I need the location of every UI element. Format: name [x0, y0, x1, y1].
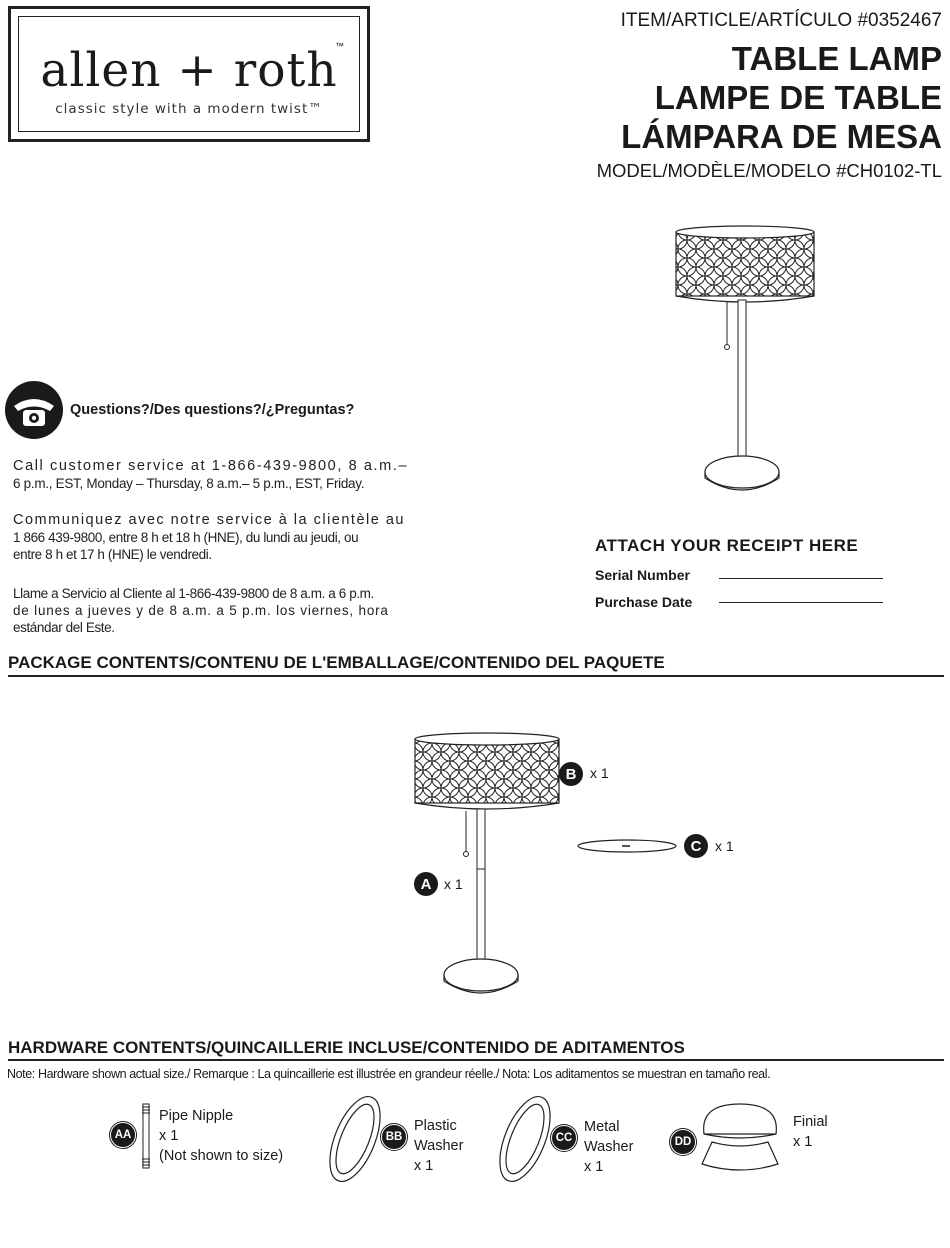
english-support-text: Call customer service at 1-866-439-9800,…	[13, 458, 445, 492]
logo-frame: allen + roth ™ classic style with a mode…	[18, 16, 360, 132]
title-spanish: LÁMPARA DE MESA	[621, 118, 942, 155]
hardware-label-line: Finial	[793, 1114, 828, 1130]
hardware-label-line: Metal	[584, 1119, 620, 1135]
hardware-aa-label: Pipe Nipple x 1 (Not shown to size)	[159, 1106, 283, 1166]
part-a-badge: A	[414, 872, 438, 896]
diffuser-plate-illustration	[577, 839, 677, 853]
hardware-cc-label: Metal Washer x 1	[584, 1117, 633, 1177]
logo-tagline: classic style with a modern twist™	[55, 101, 323, 117]
hardware-cc-badge: CC	[551, 1125, 577, 1151]
part-b-badge: B	[559, 762, 583, 786]
serial-number-line[interactable]	[719, 578, 883, 579]
support-line: Call customer service at 1-866-439-9800,…	[13, 458, 409, 474]
title-french: LAMPE DE TABLE	[654, 79, 942, 116]
hardware-contents-heading: HARDWARE CONTENTS/QUINCAILLERIE INCLUSE/…	[8, 1038, 685, 1057]
purchase-date-label: Purchase Date	[595, 594, 693, 610]
support-line: de lunes a jueves y de 8 a.m. a 5 p.m. l…	[13, 603, 389, 618]
purchase-date-line[interactable]	[719, 602, 883, 603]
hardware-label-line: Plastic	[414, 1118, 457, 1134]
hardware-label-line: Washer	[584, 1139, 634, 1155]
lamp-parts-illustration	[414, 732, 560, 994]
support-line: Llame a Servicio al Cliente al 1-866-439…	[13, 586, 374, 601]
spanish-support-text: Llame a Servicio al Cliente al 1-866-439…	[13, 585, 445, 636]
hardware-label-line: x 1	[793, 1134, 813, 1150]
package-contents-heading: PACKAGE CONTENTS/CONTENU DE L'EMBALLAGE/…	[8, 653, 665, 672]
model-number: MODEL/MODÈLE/MODELO #CH0102-TL	[596, 160, 942, 181]
support-line: entre 8 h et 17 h (HNE) le vendredi.	[13, 547, 212, 562]
hardware-label-line: (Not shown to size)	[159, 1148, 284, 1164]
metal-washer-illustration	[499, 1096, 551, 1182]
hardware-label-line: x 1	[414, 1158, 434, 1174]
french-support-text: Communiquez avec notre service à la clie…	[13, 512, 445, 563]
support-line: Communiquez avec notre service à la clie…	[13, 512, 405, 528]
title-english: TABLE LAMP	[731, 40, 942, 77]
brand-logo: allen + roth ™ classic style with a mode…	[8, 6, 370, 142]
hardware-label-line: Washer	[414, 1138, 464, 1154]
section-divider	[8, 675, 944, 677]
hardware-label-line: x 1	[159, 1128, 179, 1144]
pipe-nipple-illustration	[142, 1103, 150, 1169]
part-c-badge: C	[684, 834, 708, 858]
receipt-heading: ATTACH YOUR RECEIPT HERE	[595, 536, 859, 555]
part-c-quantity: x 1	[715, 838, 734, 854]
hardware-dd-badge: DD	[670, 1129, 696, 1155]
finial-illustration	[701, 1103, 779, 1171]
part-b-quantity: x 1	[590, 765, 609, 781]
plastic-washer-illustration	[329, 1096, 381, 1182]
section-divider	[8, 1059, 944, 1061]
lamp-illustration	[675, 225, 815, 491]
logo-trademark: ™	[335, 41, 344, 51]
item-number: ITEM/ARTICLE/ARTÍCULO #0352467	[620, 10, 942, 31]
part-a-quantity: x 1	[444, 876, 463, 892]
logo-wordmark: allen + roth	[40, 43, 338, 98]
phone-icon	[5, 381, 63, 439]
hardware-size-note: Note: Hardware shown actual size./ Remar…	[7, 1067, 771, 1081]
hardware-label-line: Pipe Nipple	[159, 1108, 234, 1124]
serial-number-label: Serial Number	[595, 567, 690, 583]
questions-heading: Questions?/Des questions?/¿Preguntas?	[70, 402, 355, 418]
hardware-label-line: x 1	[584, 1159, 604, 1175]
support-line: 1 866 439-9800, entre 8 h et 18 h (HNE),…	[13, 530, 359, 545]
hardware-aa-badge: AA	[110, 1122, 136, 1148]
support-line: 6 p.m., EST, Monday – Thursday, 8 a.m.– …	[13, 476, 365, 491]
hardware-dd-label: Finial x 1	[793, 1112, 828, 1152]
hardware-bb-label: Plastic Washer x 1	[414, 1116, 463, 1176]
hardware-bb-badge: BB	[381, 1124, 407, 1150]
support-line: estándar del Este.	[13, 620, 115, 635]
